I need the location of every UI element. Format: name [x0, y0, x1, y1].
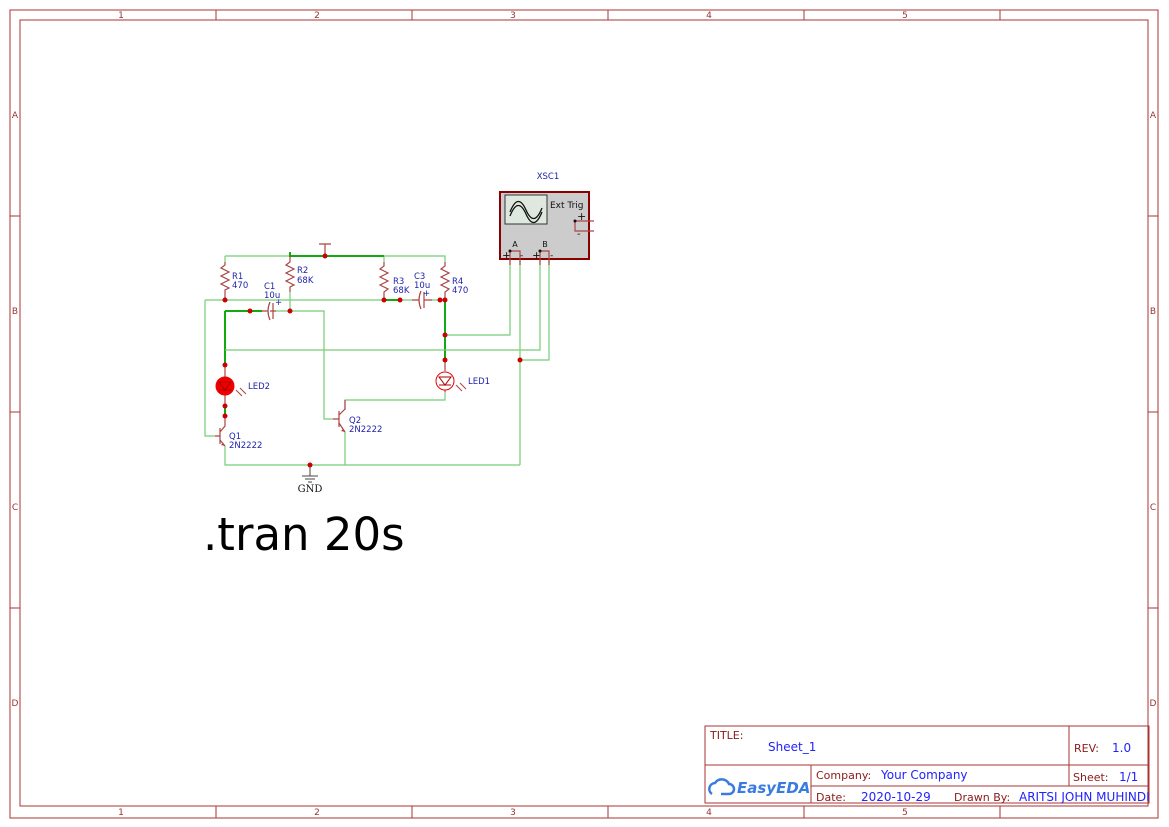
r4-value: 470 — [452, 286, 468, 296]
r2-ref: R2 — [297, 266, 308, 276]
row-label: D — [1150, 699, 1157, 709]
row-label: A — [1150, 111, 1157, 121]
c1-ref: C1 — [264, 282, 275, 292]
capacitor-c1[interactable]: + C1 10u — [262, 282, 282, 321]
a-plus: + — [502, 249, 511, 262]
row-label: C — [1150, 503, 1156, 513]
channel-a-label: A — [512, 240, 518, 249]
wires[interactable] — [204, 252, 550, 466]
company-label: Company: — [816, 769, 871, 782]
col-label: 4 — [706, 808, 712, 818]
col-label: 3 — [510, 11, 516, 21]
title-block: TITLE: Sheet_1 REV: 1.0 Company: Your Co… — [704, 725, 1150, 804]
gnd-label: GND — [298, 484, 323, 495]
ground-symbol[interactable]: GND — [298, 465, 323, 495]
c1-value: 10u — [264, 291, 280, 301]
scope-ref: XSC1 — [537, 172, 560, 182]
col-label: 4 — [706, 11, 712, 21]
sheet-frame — [9, 9, 1159, 819]
capacitor-c3[interactable]: + C3 10u — [412, 272, 432, 310]
r3-value: 68K — [393, 286, 410, 296]
resistor-r2[interactable]: R2 68K — [284, 256, 314, 292]
drawn-by-label: Drawn By: — [954, 791, 1010, 804]
r1-ref: R1 — [232, 272, 243, 282]
svg-text:EasyEDA: EasyEDA — [737, 779, 810, 797]
rev-value: 1.0 — [1112, 741, 1131, 755]
date-value: 2020-10-29 — [861, 790, 931, 804]
resistor-r3[interactable]: R3 68K — [378, 262, 410, 300]
b-minus: - — [550, 251, 553, 261]
trig-plus: + — [577, 210, 586, 223]
sine-wave-icon — [509, 200, 543, 224]
col-label: 1 — [118, 808, 124, 818]
led2[interactable]: LED2 — [215, 365, 270, 416]
q2-ref: Q2 — [349, 416, 361, 426]
frame-column-labels: 1 2 3 4 5 1 2 3 4 5 A B C D A B C D — [12, 11, 1157, 818]
row-label: C — [12, 503, 18, 513]
b-plus: + — [532, 249, 541, 262]
rev-label: REV: — [1074, 742, 1099, 755]
spice-directive[interactable]: .tran 20s — [203, 508, 405, 561]
a-minus: - — [520, 251, 523, 261]
q1-ref: Q1 — [229, 432, 241, 442]
led1-ref: LED1 — [468, 377, 490, 387]
col-label: 2 — [314, 11, 320, 21]
company-value: Your Company — [880, 768, 968, 782]
r2-value: 68K — [297, 276, 314, 286]
ext-trig-label: Ext Trig — [550, 201, 584, 211]
date-label: Date: — [816, 791, 846, 804]
r1-value: 470 — [232, 281, 248, 291]
sheet-value: 1/1 — [1119, 770, 1138, 784]
channel-b-label: B — [542, 240, 548, 249]
col-label: 1 — [118, 11, 124, 21]
c3-ref: C3 — [414, 272, 425, 282]
col-label: 2 — [314, 808, 320, 818]
r3-ref: R3 — [393, 277, 404, 287]
title-label: TITLE: — [709, 729, 743, 742]
q1-value: 2N2222 — [229, 441, 262, 451]
easyeda-logo: EasyEDA — [708, 778, 810, 797]
sheet-title: Sheet_1 — [768, 740, 816, 754]
transistor-q1[interactable]: Q1 2N2222 — [215, 416, 262, 451]
resistor-r4[interactable]: R4 470 — [439, 262, 468, 300]
row-label: A — [12, 111, 19, 121]
led2-ref: LED2 — [248, 382, 270, 392]
row-label: B — [1150, 307, 1156, 317]
col-label: 5 — [902, 808, 908, 818]
sheet-label: Sheet: — [1073, 771, 1109, 784]
oscilloscope-xsc1[interactable]: XSC1 Ext Trig + - A B + - + - — [499, 172, 594, 265]
transistor-q2[interactable]: Q2 2N2222 — [333, 400, 382, 435]
led1[interactable]: LED1 — [435, 360, 490, 392]
q2-value: 2N2222 — [349, 425, 382, 435]
svg-text:+: + — [423, 289, 430, 299]
row-label: D — [12, 699, 19, 709]
col-label: 3 — [510, 808, 516, 818]
svg-text:+: + — [275, 298, 282, 308]
drawn-by-value: ARITSI JOHN MUHINDI — [1019, 790, 1150, 804]
col-label: 5 — [902, 11, 908, 21]
resistor-r1[interactable]: R1 470 — [219, 262, 248, 300]
junctions — [222, 253, 523, 468]
trig-minus: - — [577, 229, 581, 240]
c3-value: 10u — [414, 281, 430, 291]
r4-ref: R4 — [452, 277, 463, 287]
row-label: B — [12, 307, 18, 317]
